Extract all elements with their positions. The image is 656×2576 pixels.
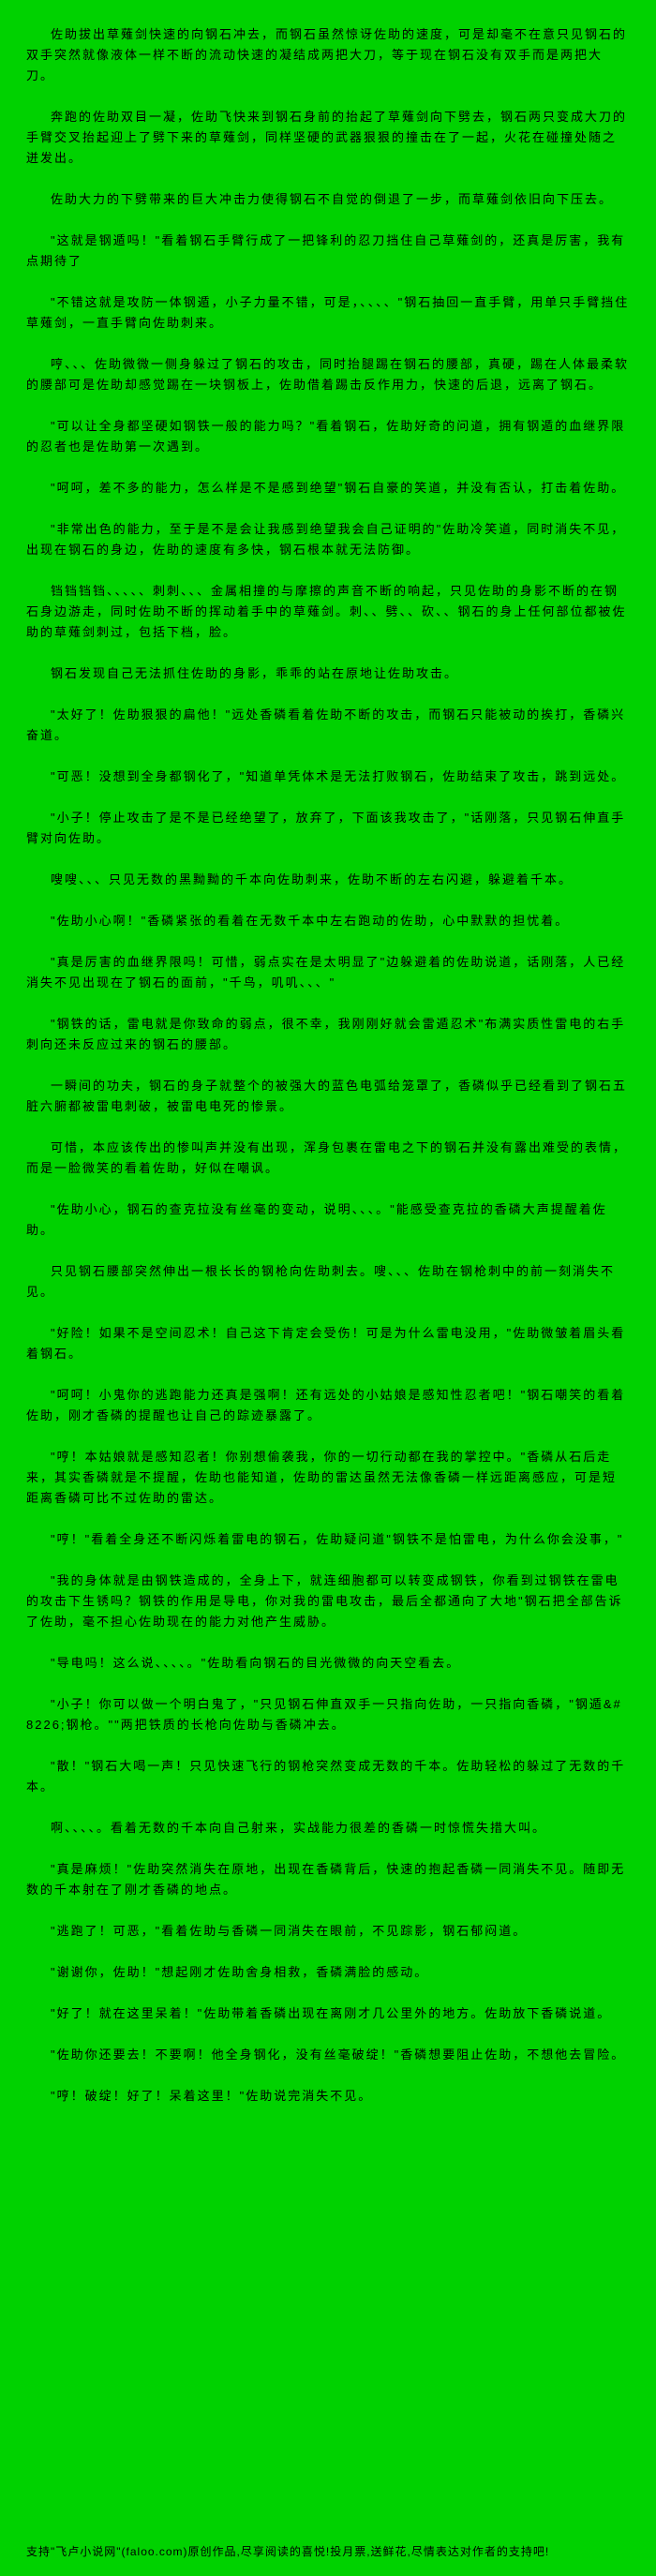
novel-paragraph: "逃跑了！可恶，"看着佐助与香磷一同消失在眼前，不见踪影，钢石郁闷道。 [51,1924,528,1938]
novel-paragraph: 啊、、、、。看着无数的千本向自己射来，实战能力很差的香磷一时惊慌失措大叫。 [51,1821,547,1835]
novel-paragraph: "哼！本姑娘就是感知忍者！你别想偷袭我，你的一切行动都在我的掌控中。"香磷从石后… [26,1450,618,1505]
novel-paragraph: 奔跑的佐助双目一凝，佐助飞快来到钢石身前的抬起了草薙剑向下劈去，钢石两只变成大刀… [26,110,628,165]
novel-paragraph: "小子！你可以做一个明白鬼了，"只见钢石伸直双手一只指向佐助，一只指向香磷，"钢… [26,1697,622,1732]
novel-paragraph: "呵呵！小鬼你的逃跑能力还真是强啊！还有远处的小姑娘是感知性忍者吧！"钢石嘲笑的… [26,1388,626,1422]
novel-paragraph: "好了！就在这里呆着！"佐助带着香磷出现在离刚才几公里外的地方。佐助放下香磷说道… [51,2006,612,2020]
site-support-line: 支持"飞卢小说网"(faloo.com)原创作品,尽享阅读的喜悦!投月票,送鲜花… [26,2545,550,2558]
novel-paragraph: 可惜，本应该传出的惨叫声并没有出现，浑身包裹在雷电之下的钢石并没有露出难受的表情… [26,1140,628,1175]
novel-paragraph: "呵呵，差不多的能力，怎么样是不是感到绝望"钢石自豪的笑道，并没有否认，打击着佐… [51,481,626,495]
novel-paragraph: 嗖嗖、、、只见无数的黑黝黝的千本向佐助刺来，佐助不断的左右闪避，躲避着千本。 [51,872,574,886]
novel-paragraph: "佐助你还要去！不要啊！他全身钢化，没有丝毫破绽！"香磷想要阻止佐助，不想他去冒… [51,2047,626,2062]
novel-paragraph: "这就是钢遁吗！"看着钢石手臂行成了一把锋利的忍刀挡住自己草薙剑的，还真是厉害，… [26,233,626,268]
novel-paragraph: "散！"钢石大喝一声！只见快速飞行的钢枪突然变成无数的千本。佐助轻松的躲过了无数… [26,1759,626,1794]
novel-paragraph: "可以让全身都坚硬如钢铁一般的能力吗？"看着钢石，佐助好奇的问道，拥有钢遁的血继… [26,419,626,454]
novel-paragraph: "钢铁的话，雷电就是你致命的弱点，很不幸，我刚刚好就会雷遁忍术"布满实质性雷电的… [26,1017,626,1051]
novel-paragraph: "哼！"看着全身还不断闪烁着雷电的钢石，佐助疑问道"钢铁不是怕雷电，为什么你会没… [51,1532,624,1546]
novel-paragraph: "哼！破绽！好了！呆着这里！"佐助说完消失不见。 [51,2089,373,2103]
novel-paragraph: "导电吗！这么说、、、、。"佐助看向钢石的目光微微的向天空看去。 [51,1656,461,1670]
novel-paragraph: 哼、、、佐助微微一侧身躲过了钢石的攻击，同时抬腿踢在钢石的腰部，真硬，踢在人体最… [26,357,630,392]
novel-paragraph: "谢谢你，佐助！"想起刚才佐助舍身相救，香磷满脸的感动。 [51,1965,429,1979]
novel-paragraph: "佐助小心啊！"香磷紧张的看着在无数千本中左右跑动的佐助，心中默默的担忧着。 [51,914,570,928]
novel-paragraph: "佐助小心，钢石的查克拉没有丝毫的变动，说明、、、。"能感受查克拉的香磷大声提醒… [26,1202,607,1237]
novel-paragraph: "可恶！没想到全身都钢化了，"知道单凭体术是无法打败钢石，佐助结束了攻击，跳到远… [51,769,626,783]
novel-paragraph: "真是厉害的血继界限吗！可惜，弱点实在是太明显了"边躲避着的佐助说道，话刚落，人… [26,955,626,990]
novel-paragraph: "不错这就是攻防一体钢遁，小子力量不错，可是，、、、、"钢石抽回一直手臂，用单只… [26,295,630,330]
novel-paragraph: "太好了！佐助狠狠的扁他！"远处香磷看着佐助不断的攻击，而钢石只能被动的挨打，香… [26,707,626,742]
novel-paragraph: "我的身体就是由钢铁造成的，全身上下，就连细胞都可以转变成钢铁，你看到过钢铁在雷… [26,1573,623,1629]
novel-paragraph: 只见钢石腰部突然伸出一根长长的钢枪向佐助刺去。嗖、、、佐助在钢枪刺中的前一刻消失… [26,1264,616,1299]
novel-paragraph: "好险！如果不是空间忍术！自己这下肯定会受伤！可是为什么雷电没用，"佐助微皱着眉… [26,1326,626,1361]
novel-paragraph: 一瞬间的功夫，钢石的身子就整个的被强大的蓝色电弧给笼罩了，香磷似乎已经看到了钢石… [26,1079,628,1113]
novel-paragraph: "小子！停止攻击了是不是已经绝望了，放弃了，下面该我攻击了，"话刚落，只见钢石伸… [26,811,626,845]
novel-paragraph: "非常出色的能力，至于是不是会让我感到绝望我会自己证明的"佐助冷笑道，同时消失不… [26,522,626,557]
novel-paragraph: 佐助大力的下劈带来的巨大冲击力使得钢石不自觉的倒退了一步，而草薙剑依旧向下压去。 [51,192,614,206]
novel-paragraph: 佐助拔出草薙剑快速的向钢石冲去，而钢石虽然惊讶佐助的速度，可是却毫不在意只见钢石… [26,27,628,82]
novel-paragraph: 钢石发现自己无法抓住佐助的身影，乖乖的站在原地让佐助攻击。 [51,666,459,680]
novel-paragraph: 铛铛铛铛、、、、、刺刺、、、金属相撞的与摩擦的声音不断的响起，只见佐助的身影不断… [26,584,627,639]
novel-paragraph: "真是麻烦！"佐助突然消失在原地，出现在香磷背后，快速的抱起香磷一同消失不见。随… [26,1862,626,1897]
chapter-text: 佐助拔出草薙剑快速的向钢石冲去，而钢石虽然惊讶佐助的速度，可是却毫不在意只见钢石… [26,27,630,2103]
